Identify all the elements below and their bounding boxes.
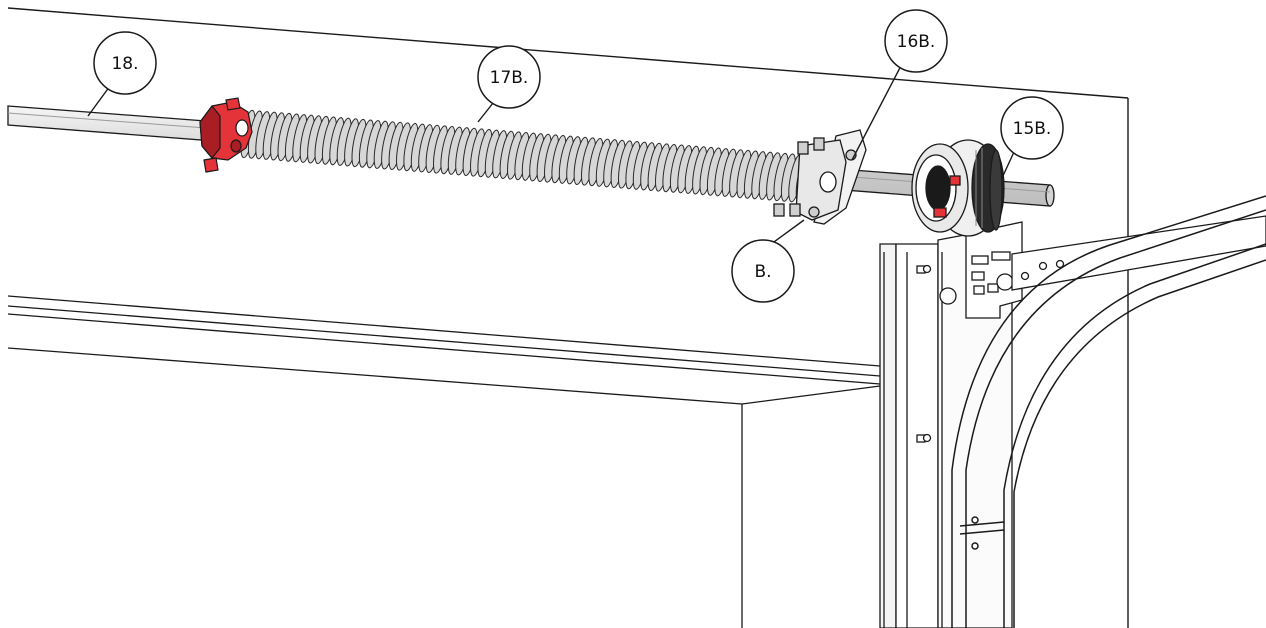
- winding-cone: [199, 97, 253, 173]
- curved-track: [951, 195, 1266, 628]
- cable-drum: [911, 139, 1005, 237]
- callout-circle-icon: [884, 9, 948, 73]
- horizontal-angle: [1011, 215, 1266, 291]
- callout-label: B.: [754, 262, 771, 282]
- callout-label: 15B.: [1013, 119, 1052, 139]
- callout-shaft: 18.: [93, 31, 157, 95]
- callout-center-bracket: 16B.: [884, 9, 948, 73]
- callout-circle-icon: [731, 239, 795, 303]
- callout-circle-icon: [477, 45, 541, 109]
- callout-label: 18.: [111, 54, 138, 74]
- callout-bracket-bolts: B.: [731, 239, 795, 303]
- callout-cable-drum: 15B.: [1000, 96, 1064, 160]
- torsion-spring: [240, 109, 826, 205]
- door-opening: [7, 295, 881, 628]
- callout-circle-icon: [1000, 96, 1064, 160]
- callout-label: 16B.: [897, 32, 936, 52]
- end-bearing-plate: [965, 221, 1023, 319]
- callout-circle-icon: [93, 31, 157, 95]
- callout-label: 17B.: [490, 68, 529, 88]
- header-board: [7, 7, 1129, 628]
- callout-spring: 17B.: [477, 45, 541, 109]
- center-bearing-bracket: [773, 129, 867, 225]
